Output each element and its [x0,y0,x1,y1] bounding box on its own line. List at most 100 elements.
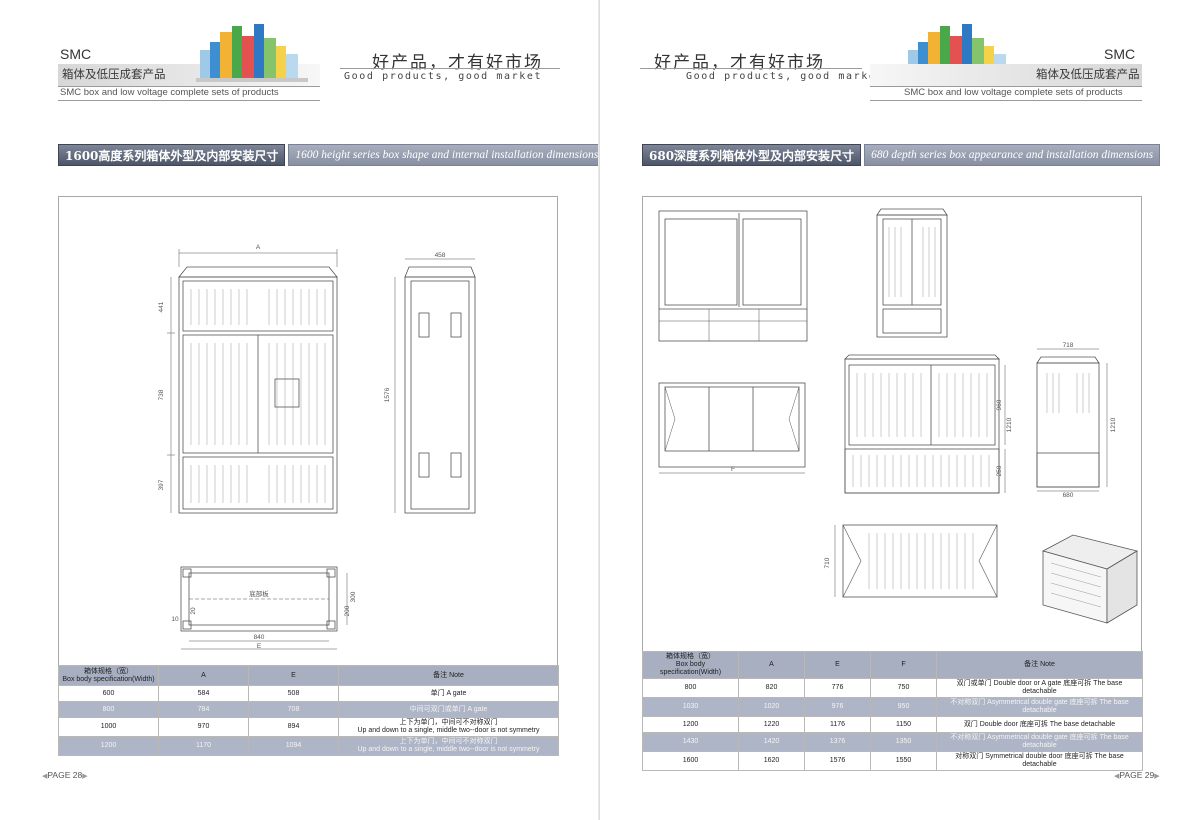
table-cell: 894 [248,717,339,737]
header-rule [870,100,1142,101]
cabinet-drawings: A 441 738 397 458 1576 底部板 840 E 300 200… [158,244,476,650]
table-cell: 1176 [804,716,871,733]
table-header-cell: 备注 Note [338,665,559,686]
slogan-english: Good products, good market [344,71,543,82]
right-page: 好产品，才有好市场 Good products, good market SMC… [600,0,1200,820]
dim-label-738: 738 [158,389,165,400]
brand-name: SMC [60,46,92,62]
table-header-row: 箱体规格（宽） Box body specification(Width) A … [642,651,1143,679]
table-cell: 1170 [158,736,249,756]
table-cell: 1220 [738,716,805,733]
table-cell: 中间可双门或单门 A gate [338,701,559,718]
brand-english: SMC box and low voltage complete sets of… [60,87,279,98]
dim-label-200: 200 [344,605,351,616]
section-title-english: 680 depth series box appearance and inst… [864,144,1161,166]
table-cell: 1020 [738,697,805,717]
table-header-row: 箱体规格（宽） Box body specification(Width) A … [58,665,559,686]
table-cell: 1376 [804,732,871,752]
table-cell: 单门 A gate [338,685,559,702]
dim-label-458: 458 [435,252,446,259]
table-cell: 600 [58,685,159,702]
slogan-chinese: 好产品，才有好市场 [372,53,543,73]
side-elevation-drawing [1036,348,1108,492]
spec-table-left: 箱体规格（宽） Box body specification(Width) A … [58,665,559,756]
brand-bar [870,64,1142,86]
table-header-cell: 备注 Note [936,651,1143,679]
table-cell: 820 [738,678,805,698]
cabinet-drawings: F 718 680 1210 960 1210 250 710 [658,208,1139,624]
dim-label-680: 680 [1063,492,1074,499]
section-title: 1600高度系列箱体外型及内部安装尺寸 1600 height series b… [58,144,606,166]
dim-label-840: 840 [254,634,265,641]
section-title-chinese: 680深度系列箱体外型及内部安装尺寸 [642,144,862,166]
dim-label-1576: 1576 [384,387,391,402]
table-cell: 508 [248,685,339,702]
table-cell: 1550 [870,751,937,771]
table-cell: 950 [870,697,937,717]
dim-label-718: 718 [1063,342,1074,349]
dim-label-300: 300 [350,591,357,602]
drawing-frame: F 718 680 1210 960 1210 250 710 箱体规格（宽） … [642,196,1143,771]
table-cell: 不对称双门 Asymmetrical double gate 底座可拆 The … [936,697,1143,717]
bottom-plan-drawing [180,566,348,650]
table-cell: 1200 [58,736,159,756]
left-page: SMC 箱体及低压成套产品 SMC box and low voltage co… [42,24,606,780]
table-cell: 双门 Double door 底座可拆 The base detachable [936,716,1143,733]
left-arrow-icon: ◀ [42,773,48,780]
table-cell: 970 [158,717,249,737]
table-row: 1000 970 894 上下为单门，中间可不对称双门 Up and down … [58,717,559,737]
table-row: 800 784 708 中间可双门或单门 A gate [58,701,559,718]
table-header-cell: E [804,651,871,679]
table-row: 1600 1620 1576 1550 对称双门 Symmetrical dou… [642,751,1143,771]
front-elevation-drawing [844,354,1006,494]
slogan-chinese: 好产品，才有好市场 [654,53,825,73]
city-logo-icon [196,24,308,82]
table-cell: 800 [642,678,739,698]
table-row: 600 584 508 单门 A gate [58,685,559,702]
table-header-cell: A [738,651,805,679]
brand-name: SMC [1104,46,1136,62]
table-cell: 1200 [642,716,739,733]
header-rule [58,86,320,87]
right-arrow-icon: ▶ [1154,773,1160,780]
dim-label-a: A [256,244,261,251]
table-row: 800 820 776 750 双门或单门 Double door or A g… [642,678,1143,698]
table-cell: 双门或单门 Double door or A gate 底座可拆 The bas… [936,678,1143,698]
table-cell: 784 [158,701,249,718]
dim-label-f: F [731,466,735,473]
internal-front-drawing [658,210,808,342]
dim-label-10: 10 [171,616,179,623]
table-cell: 1620 [738,751,805,771]
slogan-rule [640,68,862,69]
table-cell: 1000 [58,717,159,737]
table-cell: 750 [870,678,937,698]
drawing-frame: A 441 738 397 458 1576 底部板 840 E 300 200… [58,196,559,756]
table-cell: 不对称双门 Asymmetrical double gate 底座可拆 The … [936,732,1143,752]
label-bottom-plate: 底部板 [249,589,269,598]
page-number-text: PAGE 28 [47,770,83,780]
dim-label-20: 20 [190,607,197,615]
table-cell: 800 [58,701,159,718]
isometric-cabinet-drawing [1041,534,1139,624]
side-view-drawing [394,258,476,514]
table-row: 1200 1220 1176 1150 双门 Double door 底座可拆 … [642,716,1143,733]
page-number: ◀PAGE 28▶ [42,770,88,780]
slogan-rule [340,68,560,69]
table-header-cell: A [158,665,249,686]
section-title-english: 1600 height series box shape and interna… [288,144,606,166]
table-cell: 1350 [870,732,937,752]
internal-side-drawing [876,208,948,338]
brand-chinese: 箱体及低压成套产品 [1036,69,1140,81]
table-cell: 776 [804,678,871,698]
table-header-cell: 箱体规格（宽） Box body specification(Width) [58,665,159,686]
table-cell: 1094 [248,736,339,756]
page-number: ◀PAGE 29▶ [1114,770,1160,780]
header-rule [870,86,1142,87]
table-cell: 1420 [738,732,805,752]
roof-plan-drawing [834,524,998,598]
header-rule [58,100,320,101]
section-title-chinese: 1600高度系列箱体外型及内部安装尺寸 [58,144,286,166]
table-row: 1200 1170 1094 上下为单门，中间可不对称双门 Up and dow… [58,736,559,756]
dim-label-e: E [257,643,262,650]
dim-label-441: 441 [158,301,165,312]
